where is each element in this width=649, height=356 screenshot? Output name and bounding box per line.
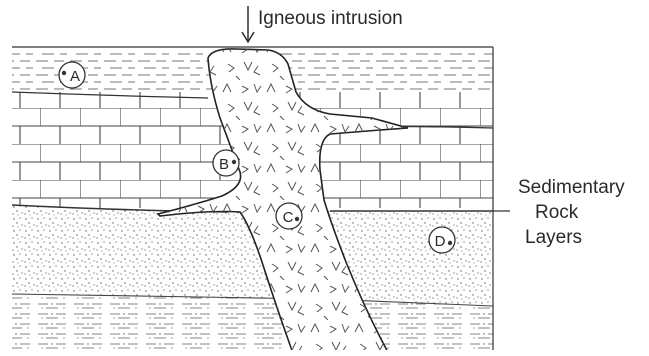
side-label-line-2: Rock (535, 202, 579, 223)
point-A: A (59, 62, 85, 88)
point-B: B (213, 150, 239, 176)
point-D: D (429, 227, 455, 253)
point-C-letter: C (283, 209, 294, 226)
point-A-letter: A (70, 68, 80, 85)
intrusion-label: Igneous intrusion (258, 8, 403, 29)
point-C: C (276, 203, 302, 229)
point-D-letter: D (435, 233, 446, 250)
side-label-line-3: Layers (525, 227, 582, 248)
point-B-letter: B (219, 156, 229, 173)
side-label-line-1: Sedimentary (518, 177, 625, 198)
